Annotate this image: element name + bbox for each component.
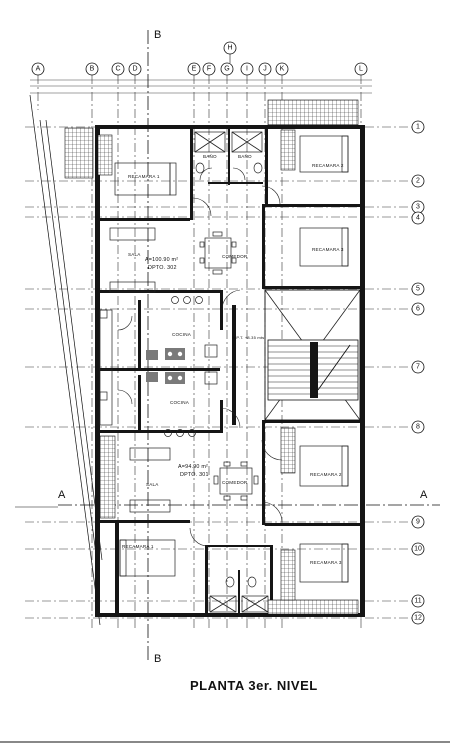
label-bano-left: BAÑO xyxy=(203,153,217,159)
label-sala-bottom: SALA xyxy=(146,482,159,487)
beds xyxy=(114,135,349,583)
grid-col-a: A xyxy=(36,66,41,73)
area-bottom: A=94.90 m² xyxy=(178,464,208,470)
section-a-left: A xyxy=(58,489,66,501)
door-swings xyxy=(117,167,283,547)
level-note: N.P.T. +8.35 mts xyxy=(232,335,264,340)
grid-row-6: 6 xyxy=(416,306,420,313)
room-labels: RECAMARA 1 RECAMARA 2 RECAMARA 3 BAÑO BA… xyxy=(122,153,344,565)
top-dimension-lines xyxy=(30,79,372,94)
section-a-right: A xyxy=(420,489,428,501)
diagonal-boundary xyxy=(29,94,103,626)
grid-col-i: I xyxy=(246,66,248,73)
unit-top: DPTO. 302 xyxy=(148,265,177,271)
grid-col-k: K xyxy=(280,66,285,73)
label-recamara1-top: RECAMARA 1 xyxy=(128,174,160,179)
dining-tables xyxy=(199,231,259,501)
grid-row-7: 7 xyxy=(416,364,420,371)
column-bubbles: A B C D E F G I J K L H xyxy=(31,41,368,76)
label-cocina-top: COCINA xyxy=(172,332,192,337)
unit-bottom: DPTO. 301 xyxy=(180,472,209,478)
label-recamara3-top: RECAMARA 3 xyxy=(312,247,344,252)
interior-walls xyxy=(95,125,365,617)
bathroom-fixtures xyxy=(194,131,269,613)
grid-col-b: B xyxy=(90,66,95,73)
row-bubbles: 1 2 3 4 5 6 7 8 9 10 11 12 xyxy=(411,120,425,625)
grid-col-c: C xyxy=(115,66,120,73)
section-b-bottom: B xyxy=(154,653,161,665)
section-markers: B B A A xyxy=(58,29,428,665)
grid-row-2: 2 xyxy=(416,178,420,185)
label-comedor-top: COMEDOR xyxy=(222,254,248,259)
grid-row-11: 11 xyxy=(414,598,421,605)
grid-row-4: 4 xyxy=(416,215,420,222)
grid-col-e: E xyxy=(192,66,197,73)
balconies xyxy=(64,99,359,615)
label-recamara1-bottom: RECAMARA 1 xyxy=(122,544,154,549)
drawing-title: PLANTA 3er. NIVEL xyxy=(190,678,318,693)
grid-col-g: G xyxy=(224,66,229,73)
grid-row-3: 3 xyxy=(416,204,420,211)
area-top: A=100.90 m² xyxy=(145,257,178,263)
label-recamara2-top: RECAMARA 2 xyxy=(312,163,344,168)
label-cocina-bottom: COCINA xyxy=(170,400,190,405)
grid-row-10: 10 xyxy=(414,546,422,553)
label-bano-right: BAÑO xyxy=(238,153,252,159)
grid-row-9: 9 xyxy=(416,519,420,526)
bar-stools xyxy=(164,296,203,437)
grid-row-1: 1 xyxy=(416,124,420,131)
grid-col-j: J xyxy=(263,66,267,73)
kitchen-counters xyxy=(99,309,218,426)
grid-col-d: D xyxy=(132,66,137,73)
grid-col-h: H xyxy=(227,45,232,52)
label-recamara2-bottom: RECAMARA 2 xyxy=(310,472,342,477)
grid-row-8: 8 xyxy=(416,424,420,431)
label-comedor-bottom: COMEDOR xyxy=(222,480,248,485)
stair-core xyxy=(232,289,361,425)
section-b-top: B xyxy=(154,29,161,41)
sofas xyxy=(109,227,171,513)
label-recamara3-bottom: RECAMARA 3 xyxy=(310,560,342,565)
label-sala-top: SALA xyxy=(128,252,141,257)
grid-col-l: L xyxy=(359,66,363,73)
grid-row-5: 5 xyxy=(416,286,420,293)
grid-col-f: F xyxy=(207,66,211,73)
grid-row-12: 12 xyxy=(414,615,422,622)
